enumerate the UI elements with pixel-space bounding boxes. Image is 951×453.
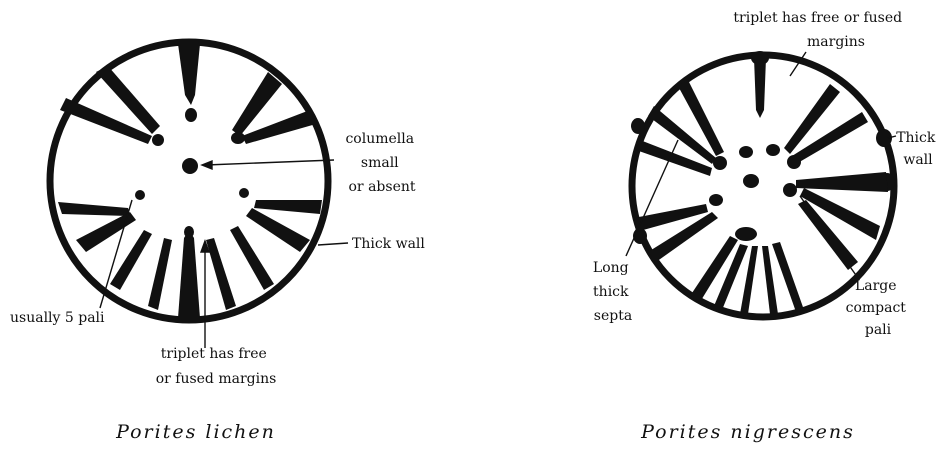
- nigrescens-wall-line1: Thick: [896, 130, 936, 146]
- nigrescens-septum-bottom-3: [762, 246, 778, 314]
- nigrescens-septa-label: Long thick septa: [593, 260, 633, 324]
- nigrescens-septum-top: [754, 58, 766, 118]
- lichen-leader-columella: [206, 160, 334, 165]
- lichen-palus-right: [231, 132, 245, 144]
- nigrescens-triplet-label: triplet has free or fused margins: [733, 10, 906, 50]
- lichen-palus-lower-left: [135, 190, 145, 200]
- lichen-triplet-line1: triplet has free: [161, 346, 267, 362]
- nigrescens-wall-blob-4: [631, 118, 645, 134]
- lichen-caption: Porites lichen: [115, 421, 276, 443]
- lichen-columella: [182, 158, 198, 174]
- lichen-palus-lower-right: [239, 188, 249, 198]
- lichen-palus-bottom: [184, 226, 194, 238]
- nigrescens-septum-bottom-4: [772, 242, 804, 312]
- lichen-septum-top: [178, 44, 200, 105]
- nigrescens-palus-8: [735, 227, 757, 241]
- nigrescens-palus-7: [783, 183, 797, 197]
- lichen-septum-lower-left-2: [110, 230, 152, 290]
- lichen-columella-line1: columella: [345, 131, 414, 147]
- lichen-leader-wall: [318, 243, 348, 245]
- porites-nigrescens-figure: triplet has free or fused margins Thick …: [593, 10, 940, 443]
- nigrescens-pali-line2: compact: [846, 300, 907, 316]
- nigrescens-pali: [709, 144, 801, 241]
- nigrescens-pali-line1: Large: [855, 278, 897, 294]
- lichen-triplet-line2: or fused margins: [156, 371, 277, 387]
- nigrescens-pali-line3: pali: [865, 322, 892, 338]
- nigrescens-septa-line3: septa: [594, 308, 632, 324]
- nigrescens-triplet-line1: triplet has free or fused: [733, 10, 902, 26]
- lichen-septum-lower-right-2: [230, 226, 274, 290]
- lichen-columella-line2: small: [361, 155, 399, 171]
- nigrescens-palus-4: [787, 155, 801, 169]
- lichen-arrowhead-columella: [202, 161, 212, 169]
- lichen-septum-lower-right-3: [206, 238, 236, 310]
- lichen-septum-bottom: [178, 230, 200, 318]
- nigrescens-palus-3: [713, 156, 727, 170]
- lichen-palus-left: [152, 134, 164, 146]
- lichen-septum-lower-right-1: [246, 208, 310, 252]
- nigrescens-wall-label: Thick wall: [896, 130, 940, 168]
- lichen-septum-left-2: [58, 202, 130, 216]
- lichen-columella-line3: or absent: [349, 179, 416, 195]
- nigrescens-palus-5: [743, 174, 759, 188]
- lichen-septum-lower-left-3: [148, 238, 172, 310]
- nigrescens-septa-line2: thick: [593, 284, 629, 300]
- nigrescens-wall-line2: wall: [903, 152, 933, 168]
- nigrescens-palus-6: [709, 194, 723, 206]
- lichen-pali-label: usually 5 pali: [10, 310, 105, 326]
- lichen-triplet-label: triplet has free or fused margins: [156, 346, 277, 387]
- lichen-septa: [58, 44, 322, 318]
- nigrescens-septum-upper-right-2: [792, 112, 868, 164]
- nigrescens-septa-line1: Long: [593, 260, 629, 276]
- nigrescens-septum-upper-left-1: [678, 80, 724, 156]
- nigrescens-triplet-line2: margins: [807, 34, 865, 50]
- lichen-palus-top: [185, 108, 197, 122]
- lichen-columella-label: columella small or absent: [345, 131, 418, 195]
- nigrescens-septum-right-1: [796, 172, 888, 192]
- nigrescens-palus-1: [739, 146, 753, 158]
- porites-lichen-figure: columella small or absent Thick wall usu…: [10, 42, 425, 443]
- lichen-leader-pali: [100, 200, 132, 308]
- lichen-wall-label: Thick wall: [352, 236, 425, 252]
- lichen-septum-right-2: [254, 200, 322, 214]
- nigrescens-palus-2: [766, 144, 780, 156]
- nigrescens-pali-label: Large compact pali: [846, 278, 911, 338]
- nigrescens-caption: Porites nigrescens: [640, 421, 855, 443]
